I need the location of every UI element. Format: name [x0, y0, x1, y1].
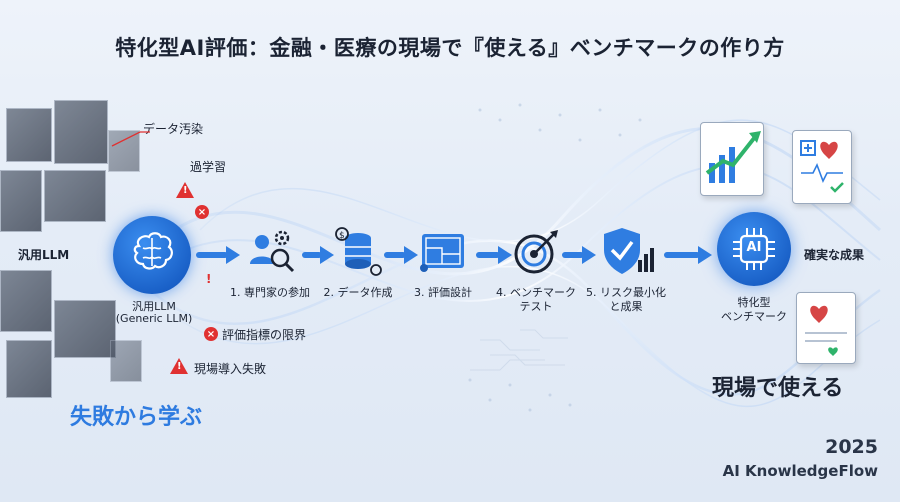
warning-triangle-icon: ! [170, 358, 188, 374]
brain-node-label-1: 汎用LLM [132, 300, 176, 313]
target-icon [508, 224, 564, 280]
collage-tile [110, 340, 142, 382]
shield-chart-icon [596, 222, 654, 278]
brain-icon [113, 216, 191, 294]
step-2-label: 2. データ作成 [323, 286, 393, 299]
database-icon: $ [330, 224, 386, 280]
flow-arrow-head [582, 246, 596, 264]
flow-arrow [196, 252, 228, 258]
flow-arrow-head [404, 246, 418, 264]
metric-limit-label: 評価指標の限界 [222, 328, 307, 342]
page-title: 特化型AI評価：金融・医療の現場で『使える』ベンチマークの作り方 [115, 36, 785, 60]
collage-tile [6, 340, 52, 398]
svg-text:$: $ [339, 231, 345, 241]
medical-document-icon [792, 130, 852, 204]
flow-arrow [302, 252, 322, 258]
ai-node-label-1: 特化型 [737, 296, 771, 309]
result-label: 確実な成果 [804, 248, 865, 262]
brain-node-label-2: (Generic LLM) [115, 312, 193, 325]
collage-tile [108, 130, 140, 172]
overfitting-label: 過学習 [190, 160, 227, 174]
growth-chart-document-icon [700, 122, 764, 196]
general-llm-label: 汎用LLM [18, 248, 70, 262]
collage-tile [6, 108, 52, 162]
expert-gear-icon [242, 224, 298, 280]
collage-tile [54, 300, 116, 358]
brand-text: AI KnowledgeFlow [722, 462, 878, 480]
flow-arrow-head [320, 246, 334, 264]
exclaim-icon: ! [206, 272, 212, 286]
collage-tile [0, 270, 52, 332]
flow-arrow [664, 252, 700, 258]
flow-arrow [562, 252, 584, 258]
ai-chip-icon: AI [717, 212, 791, 286]
ai-badge-text: AI [746, 240, 762, 255]
step-4-label: 4. ベンチマーク テスト [496, 286, 576, 314]
flow-arrow-head [698, 246, 712, 264]
data-contamination-label: データ汚染 [143, 122, 204, 136]
error-x-icon: × [195, 205, 209, 219]
collage-tile [44, 170, 106, 222]
warning-triangle-icon: ! [176, 182, 194, 198]
ai-node-label-2: ベンチマーク [721, 310, 787, 323]
medical-chart-document-icon [796, 292, 856, 364]
step-3-label: 3. 評価設計 [414, 286, 472, 299]
callout-line [111, 131, 150, 147]
deploy-fail-label: 現場導入失敗 [194, 362, 267, 376]
flow-arrow-head [498, 246, 512, 264]
step-1-label: 1. 専門家の参加 [230, 286, 310, 299]
collage-tile [0, 170, 42, 232]
usable-in-field-text: 現場で使える [712, 376, 844, 401]
flow-arrow [384, 252, 406, 258]
data-collage [0, 100, 170, 420]
learn-from-failure-text: 失敗から学ぶ [70, 405, 203, 430]
error-x-icon: × [204, 327, 218, 341]
flow-arrow-head [226, 246, 240, 264]
year-text: 2025 [825, 436, 878, 458]
step-5-label: 5. リスク最小化 と成果 [586, 286, 666, 314]
blueprint-icon [414, 224, 470, 280]
flow-arrow [476, 252, 500, 258]
collage-tile [54, 100, 108, 164]
